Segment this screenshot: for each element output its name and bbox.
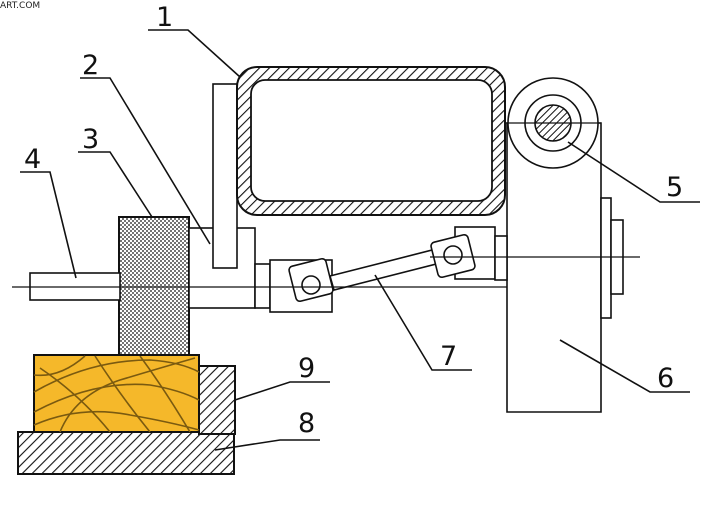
label-5: 5 xyxy=(666,172,683,203)
right-coupling-flange xyxy=(494,235,508,281)
label-6: 6 xyxy=(657,363,674,394)
label-3: 3 xyxy=(82,124,99,155)
leader-lines xyxy=(20,29,700,451)
base-plate xyxy=(17,431,235,475)
vertical-plate xyxy=(212,83,238,269)
grinding-wheel xyxy=(118,216,190,356)
label-2: 2 xyxy=(82,50,99,81)
spindle-flange xyxy=(254,263,271,309)
cardan-link xyxy=(288,233,476,303)
lever-hub xyxy=(600,197,612,319)
wooden-workpiece xyxy=(33,354,200,433)
label-8: 8 xyxy=(298,408,315,439)
label-7: 7 xyxy=(440,341,457,372)
label-9: 9 xyxy=(298,353,315,384)
label-1: 1 xyxy=(156,2,173,33)
label-4: 4 xyxy=(24,144,41,175)
stop-block xyxy=(198,365,236,435)
watermark-text: ART.COM xyxy=(0,1,40,11)
frame-inner xyxy=(250,79,493,202)
pivot-joint xyxy=(506,77,601,169)
